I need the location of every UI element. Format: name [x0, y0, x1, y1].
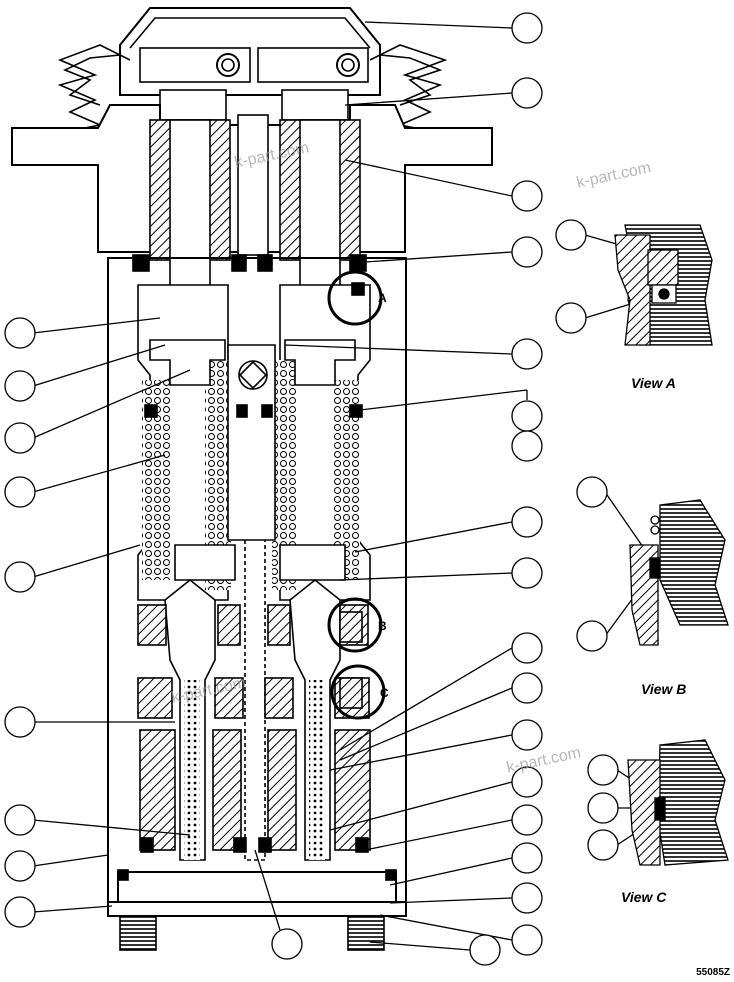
- callout-balloon: [4, 706, 36, 738]
- detail-view-b: [629, 499, 729, 646]
- callout-balloon: [511, 77, 543, 109]
- port-fitting-right: [347, 915, 385, 951]
- detail-marker-b: B: [378, 619, 387, 633]
- port-wall-2: [212, 729, 242, 851]
- callout-balloon: [511, 804, 543, 836]
- callout-balloon: [511, 882, 543, 914]
- callout-balloon: [511, 766, 543, 798]
- callout-balloon: [4, 317, 36, 349]
- port-wall-1: [139, 729, 176, 851]
- spring-seat-top-left: [149, 339, 226, 386]
- nut-left: [159, 89, 227, 121]
- callout-balloon: [576, 620, 608, 652]
- callout-balloon: [511, 924, 543, 956]
- callout-balloon: [576, 476, 608, 508]
- base-plate: [117, 871, 397, 903]
- rubber-boot-right: [369, 44, 448, 131]
- callout-balloon: [511, 12, 543, 44]
- port-fitting-left: [119, 915, 157, 951]
- lower-block-1: [137, 677, 173, 719]
- detail-marker-a: A: [378, 291, 387, 305]
- port-wall-4: [334, 729, 371, 851]
- callout-balloon: [469, 934, 501, 966]
- detail-circle-c: [330, 664, 386, 720]
- lower-block-3: [264, 677, 294, 719]
- callout-balloon: [271, 928, 303, 960]
- bolt-left-icon: [216, 53, 240, 77]
- detail-circle-b: [327, 597, 383, 653]
- callout-balloon: [4, 370, 36, 402]
- callout-balloon: [511, 506, 543, 538]
- detail-marker-c: C: [380, 686, 389, 700]
- callout-balloon: [511, 338, 543, 370]
- port-wall-3: [267, 729, 297, 851]
- callout-balloon: [4, 476, 36, 508]
- callout-balloon: [587, 792, 619, 824]
- lower-wall-1: [137, 604, 167, 646]
- callout-balloon: [587, 829, 619, 861]
- callout-balloon: [511, 632, 543, 664]
- callout-balloon: [511, 672, 543, 704]
- pivot-ball-icon: [238, 360, 268, 390]
- detail-view-a: [614, 224, 713, 346]
- callout-balloon: [511, 842, 543, 874]
- center-stem: [244, 540, 266, 861]
- lower-wall-2: [217, 604, 241, 646]
- lower-block-2: [214, 677, 244, 719]
- view-a-label: View A: [631, 375, 676, 391]
- callout-balloon: [4, 850, 36, 882]
- center-plunger: [237, 114, 269, 256]
- bolt-right-icon: [336, 53, 360, 77]
- spring-seat-bottom-right: [279, 544, 346, 581]
- center-pivot: [227, 344, 276, 541]
- callout-balloon: [4, 422, 36, 454]
- callout-balloon: [511, 400, 543, 432]
- view-c-label: View C: [621, 889, 667, 905]
- callout-balloon: [555, 219, 587, 251]
- drawing-code: 55085Z: [696, 967, 730, 978]
- lower-wall-3: [267, 604, 291, 646]
- callout-balloon: [587, 754, 619, 786]
- callout-balloon: [4, 896, 36, 928]
- view-b-label: View B: [641, 681, 687, 697]
- callout-balloon: [511, 236, 543, 268]
- main-assembly: [11, 7, 493, 951]
- callouts: [4, 12, 661, 966]
- callout-balloon: [555, 302, 587, 334]
- detail-view-c: [627, 739, 729, 866]
- callout-balloon: [4, 561, 36, 593]
- spring-seat-bottom-left: [174, 544, 236, 581]
- detail-circle-a: [327, 270, 383, 326]
- callout-balloon: [511, 557, 543, 589]
- callout-balloon: [4, 804, 36, 836]
- base-flange: [107, 901, 407, 917]
- spring-seat-top-right: [284, 339, 356, 386]
- nut-right: [281, 89, 349, 121]
- rubber-boot-left: [57, 44, 131, 131]
- callout-balloon: [511, 180, 543, 212]
- callout-balloon: [511, 430, 543, 462]
- callout-balloon: [511, 719, 543, 751]
